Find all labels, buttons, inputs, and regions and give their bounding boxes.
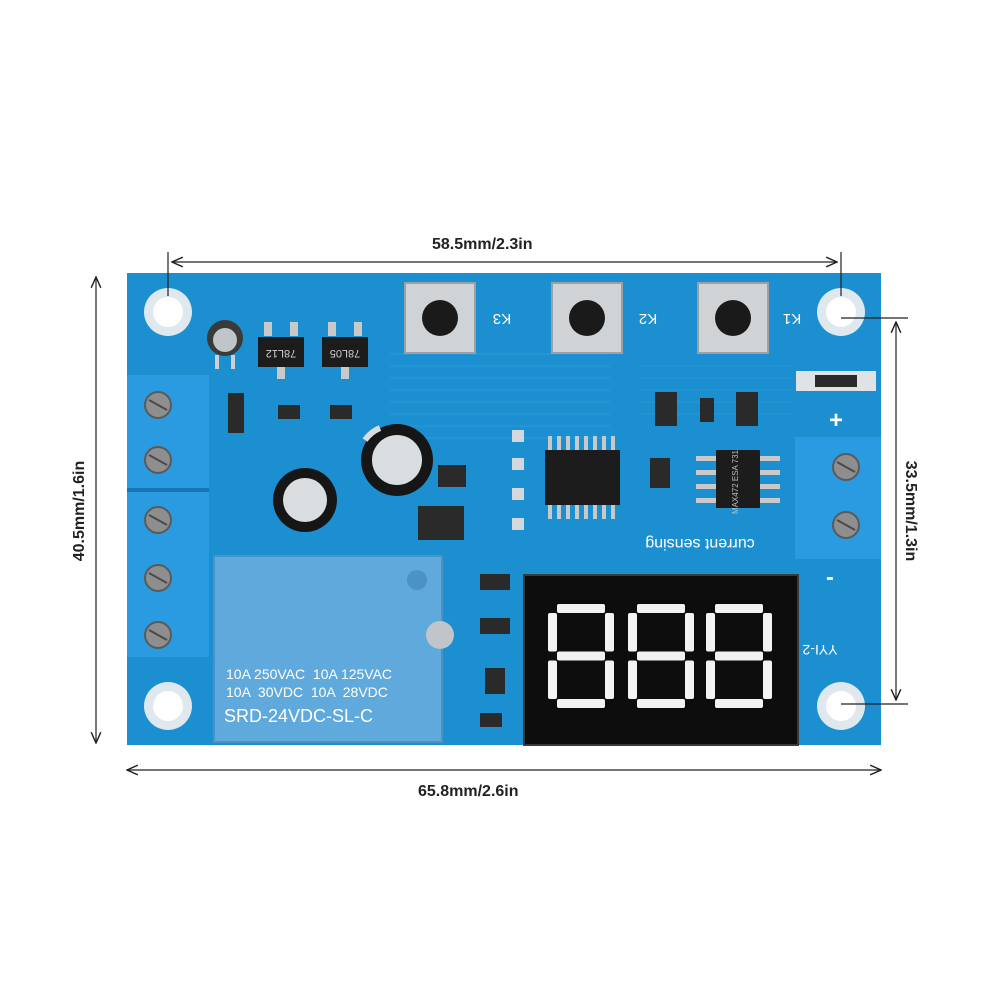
display-segment [548, 613, 557, 652]
button-k1 [697, 282, 769, 354]
display-segment [715, 699, 763, 708]
display-segment [685, 613, 694, 652]
dimension-right-label: 33.5mm/1.3in [902, 460, 919, 562]
relay-spec-line2: 10A 30VDC 10A 28VDC [226, 684, 388, 700]
relay [213, 555, 454, 743]
relay-model: SRD-24VDC-SL-C [224, 706, 373, 726]
dimension-left-label: 40.5mm/1.6in [71, 460, 88, 562]
display-value: 888 [0, 0, 2, 1]
left-terminal-block [127, 375, 209, 657]
display-segment [557, 651, 605, 661]
seven-segment-display [523, 574, 799, 746]
mounting-holes [144, 288, 865, 730]
header-pins [512, 430, 524, 530]
max472-label: MAX472 ESA 731 [731, 449, 740, 514]
regulator-78l05 [322, 322, 368, 379]
button-label-k1: K1 [783, 310, 801, 327]
display-segment [605, 613, 614, 652]
relay-spec-line1: 10A 250VAC 10A 125VAC [226, 666, 392, 682]
button-k3 [404, 282, 476, 354]
model-label: YYI-2 [802, 642, 837, 658]
display-segment [628, 660, 637, 699]
regulator-label-78l12: 78L12 [266, 347, 297, 359]
regulator-78l12 [258, 322, 304, 379]
display-segment [557, 604, 605, 613]
capacitor-medium [273, 468, 337, 532]
display-segment [706, 613, 715, 652]
microcontroller-chip [545, 436, 620, 519]
display-segment [706, 660, 715, 699]
regulator-label-78l05: 78L05 [330, 347, 361, 359]
max472-chip [696, 450, 780, 508]
display-segment [763, 613, 772, 652]
dimension-top-label: 58.5mm/2.3in [432, 236, 533, 253]
capacitor-large [361, 424, 433, 496]
display-segment [715, 651, 763, 661]
display-segment [637, 699, 685, 708]
button-k2 [551, 282, 623, 354]
terminal-minus-sign: - [826, 564, 834, 591]
dimension-bottom-label: 65.8mm/2.6in [418, 783, 519, 800]
display-segment [637, 651, 685, 661]
display-segment [548, 660, 557, 699]
display-segment [628, 613, 637, 652]
display-segment [637, 604, 685, 613]
pcb-trace-area [390, 350, 610, 440]
dimension-lines [96, 252, 908, 770]
button-label-k3: K3 [493, 310, 511, 327]
display-segment [605, 660, 614, 699]
display-segment [763, 660, 772, 699]
capacitor-small [207, 320, 243, 369]
button-label-k2: K2 [639, 310, 657, 327]
right-terminal-block [795, 437, 881, 559]
terminal-plus-sign: + [829, 407, 843, 434]
display-segment [557, 699, 605, 708]
current-sensing-label: current sensing [645, 535, 754, 552]
display-segment [715, 604, 763, 613]
smd-components [228, 371, 876, 727]
display-segment [685, 660, 694, 699]
display-digits [548, 604, 772, 708]
